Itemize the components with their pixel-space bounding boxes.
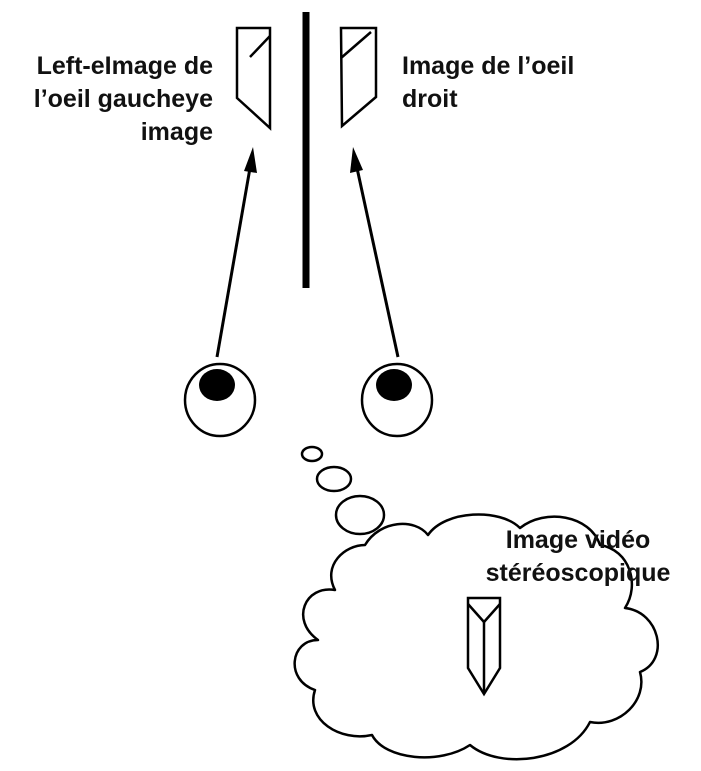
right-eye-image-shape — [339, 26, 378, 129]
left-eye-image-shape — [235, 26, 272, 131]
stereo-video-image-label-line-2: stéréoscopique — [485, 559, 671, 587]
right-eye — [360, 362, 434, 438]
stereo-video-image-label: Image vidéo stéréoscopique — [478, 524, 678, 590]
left-eye — [183, 362, 257, 438]
thought-cloud — [293, 513, 659, 761]
right-eye-image-label-line-1: Image de l’oeil — [402, 52, 575, 80]
left-arrow — [215, 147, 257, 358]
left-eye-image-label-line-3: image — [140, 118, 213, 146]
right-arrow — [350, 147, 400, 358]
left-eye-image-label-line-2: l’oeil gaucheye — [33, 85, 213, 113]
right-eye-image-label: Image de l’oeil droit — [402, 50, 574, 116]
thought-bubbles — [300, 445, 386, 536]
stereo-image-shape — [466, 596, 502, 697]
left-eye-image-label-line-1: Left-eImage de — [36, 52, 213, 80]
right-eye-image-label-line-2: droit — [402, 85, 458, 113]
left-eye-image-label: Left-eImage de l’oeil gaucheye image — [34, 50, 213, 149]
stereo-video-image-label-line-1: Image vidéo — [505, 526, 651, 554]
